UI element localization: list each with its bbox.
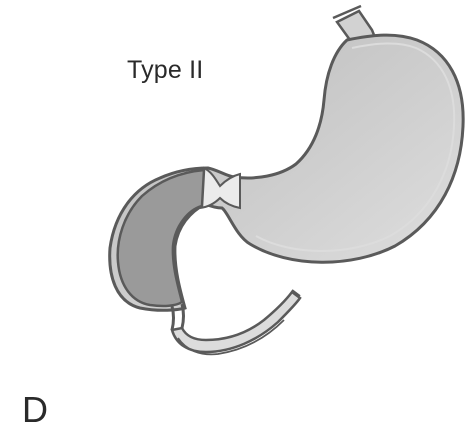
duodenum <box>172 290 300 354</box>
panel-letter: D <box>22 389 48 431</box>
type-label: Type II <box>127 56 203 85</box>
stomach-antrum <box>118 170 204 306</box>
